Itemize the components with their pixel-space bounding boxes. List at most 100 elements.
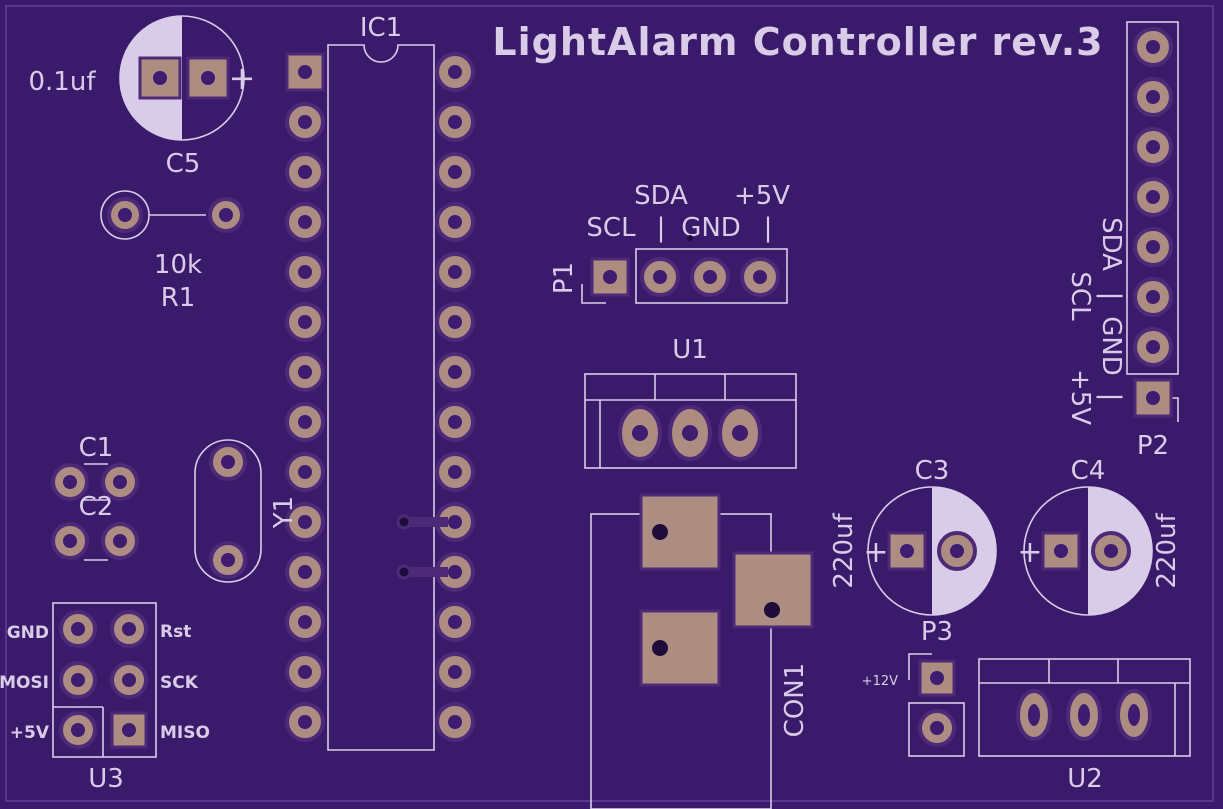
drill-hole (448, 365, 462, 379)
drill-hole (1146, 140, 1160, 154)
drill-hole (448, 215, 462, 229)
drill-hole (1146, 290, 1160, 304)
drill-hole (448, 615, 462, 629)
p2-label-gnd: GND (1096, 316, 1126, 376)
p1-label-sep2: | (764, 213, 773, 243)
p2-label-sda: SDA (1096, 217, 1126, 271)
drill-hole (298, 715, 312, 729)
board-title: LightAlarm Controller rev.3 (492, 20, 1103, 64)
drill-hole (298, 465, 312, 479)
drill-hole (448, 565, 462, 579)
capacitor-c5: + 0.1uf C5 (29, 15, 256, 179)
ic1-right-pins (435, 52, 475, 742)
drill-hole (448, 115, 462, 129)
drill-hole (298, 615, 312, 629)
c4-plus-sign: + (1017, 535, 1042, 570)
c1-ref: C1 (79, 433, 114, 463)
p3-ref: P3 (921, 617, 953, 647)
drill-hole (298, 165, 312, 179)
drill-hole (1146, 240, 1160, 254)
drill-hole (448, 415, 462, 429)
drill-hole (448, 715, 462, 729)
p3-label-vin: +12V (862, 674, 898, 689)
c5-ref: C5 (166, 149, 201, 179)
p1-label-sep1: | (657, 213, 666, 243)
drill-hole (1146, 190, 1160, 204)
connector-con1: CON1 (590, 493, 814, 809)
drill-hole (448, 465, 462, 479)
header-p2: P2 SDA | SCL GND +5V | (1065, 21, 1179, 461)
regulator-u2: U2 (978, 658, 1191, 794)
u3-label-rst: Rst (160, 622, 191, 642)
u1-ref: U1 (672, 335, 708, 365)
drill-hole (448, 665, 462, 679)
ic1-left-pins (285, 52, 325, 742)
c4-value: 220uf (1152, 513, 1182, 589)
p1-label-vcc: +5V (734, 181, 790, 211)
capacitor-c2: C2 (51, 492, 139, 561)
u3-ref: U3 (88, 764, 124, 794)
u3-label-miso: MISO (160, 723, 210, 743)
drill-hole (298, 265, 312, 279)
con1-ref: CON1 (780, 663, 810, 738)
ic-ic1: IC1 (285, 13, 475, 751)
crystal-y1: Y1 (194, 439, 299, 583)
drill-hole (298, 565, 312, 579)
resistor-r1: 10k R1 (100, 190, 244, 313)
board-outline (5, 5, 1214, 802)
u3-label-vcc: +5V (10, 723, 50, 743)
p2-pad-1 (1133, 378, 1173, 418)
p2-pins (1133, 27, 1173, 367)
c4-ref: C4 (1071, 456, 1106, 486)
drill-hole (298, 65, 312, 79)
drill-hole (298, 215, 312, 229)
p1-label-scl: SCL (586, 213, 636, 243)
p1-ref: P1 (549, 262, 579, 294)
header-p3: P3 +12V (862, 617, 965, 757)
p2-label-scl: SCL (1065, 271, 1095, 321)
capacitor-c1: C1 (51, 433, 139, 501)
drill-hole (448, 165, 462, 179)
p2-label-sep2: | (1096, 393, 1126, 402)
ic1-ref: IC1 (360, 13, 402, 43)
drill-hole (1146, 340, 1160, 354)
via (396, 564, 412, 580)
p2-label-vcc: +5V (1065, 369, 1095, 425)
c5-value: 0.1uf (29, 67, 97, 97)
r1-ref: R1 (161, 283, 196, 313)
drill-hole (1146, 90, 1160, 104)
via (396, 514, 412, 530)
c5-plus-sign: + (229, 59, 256, 97)
c3-value: 220uf (829, 513, 859, 589)
drill-hole (448, 315, 462, 329)
p2-label-sep1: | (1096, 292, 1126, 301)
r1-value: 10k (154, 250, 202, 280)
y1-ref: Y1 (269, 496, 299, 529)
drill-hole (298, 665, 312, 679)
capacitor-c4: C4 + 220uf (1017, 456, 1182, 616)
con1-pad-3 (732, 551, 814, 629)
drill-hole (298, 115, 312, 129)
drill-hole (1146, 40, 1160, 54)
c2-ref: C2 (79, 492, 114, 522)
regulator-u1: U1 (584, 335, 797, 469)
c3-ref: C3 (915, 456, 950, 486)
u2-ref: U2 (1067, 764, 1103, 794)
u3-label-mosi: MOSI (0, 673, 49, 693)
c3-plus-sign: + (863, 535, 888, 570)
drill-hole (298, 365, 312, 379)
u3-label-gnd: GND (7, 623, 49, 643)
header-p1: SDA +5V SCL | GND | P1 (549, 181, 790, 304)
p1-label-sda: SDA (634, 181, 688, 211)
drill-hole (298, 415, 312, 429)
drill-hole (298, 515, 312, 529)
p2-ref: P2 (1137, 431, 1169, 461)
drill-hole (448, 65, 462, 79)
capacitor-c3: C3 + 220uf (829, 456, 997, 616)
drill-hole (448, 265, 462, 279)
drill-hole (298, 315, 312, 329)
drill-hole (448, 515, 462, 529)
u3-label-sck: SCK (160, 673, 199, 693)
header-u3: GND Rst MOSI SCK +5V MISO U3 (0, 602, 210, 794)
